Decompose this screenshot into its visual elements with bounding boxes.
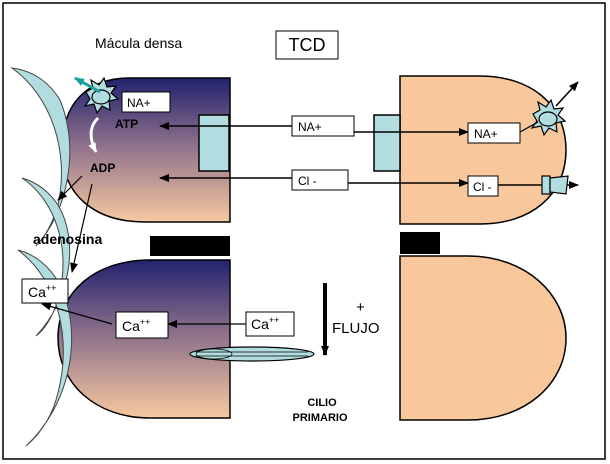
ca-cell-box [115, 311, 169, 339]
ca-arrow-cell-to-left [41, 302, 113, 325]
na-middle-label: NA+ [298, 120, 322, 134]
tight-junction-right [400, 232, 440, 254]
tight-junction-left [150, 236, 230, 256]
teal-arrow [74, 76, 101, 94]
macula-densa-label: Mácula densa [95, 35, 182, 51]
atp-to-adp-arrow [88, 116, 100, 153]
ca-right-box [245, 311, 295, 337]
tubule-cell-bottom [399, 255, 567, 421]
adp-arrow-2 [70, 183, 93, 273]
cl-right-box [467, 175, 499, 197]
transporter-right [373, 114, 401, 172]
pump-right-arrow-in [519, 121, 539, 133]
pump-right-arrow-out [555, 81, 579, 107]
ca-left-box [21, 278, 69, 304]
na-left-box [121, 91, 171, 113]
ca-cell-label: Ca++ [122, 317, 150, 334]
adp-arrow-1 [57, 175, 83, 201]
macula-cell-bottom [57, 259, 231, 419]
tcd-label: TCD [289, 35, 326, 55]
primary-cilium-icon [189, 346, 315, 362]
na-left-label: NA+ [127, 96, 151, 110]
primario-label: PRIMARIO [293, 412, 348, 424]
transporter-left [198, 114, 230, 172]
atp-label: ATP [115, 117, 138, 131]
adp-label: ADP [90, 161, 115, 175]
adenosina-label: adenosina [33, 231, 102, 247]
na-right-box [467, 122, 521, 144]
plus-label: + [356, 299, 365, 316]
tcd-box [275, 30, 339, 60]
atpase-pump-right-icon [530, 98, 567, 137]
mesangial-crescent-top [10, 67, 71, 247]
cl-middle-box [291, 169, 349, 191]
flujo-label: FLUJO [332, 320, 380, 337]
mesangial-crescent-mid [21, 177, 71, 337]
ca-left-label: Ca++ [28, 283, 56, 300]
na-middle-box [291, 115, 355, 137]
cilio-label: CILIO [307, 397, 337, 409]
cl-middle-label: Cl - [298, 174, 317, 188]
chloride-channel-icon [541, 175, 569, 195]
cl-right-label: Cl - [473, 180, 492, 194]
tubule-cell-top [399, 75, 567, 225]
ca-right-label: Ca++ [251, 315, 279, 332]
na-right-label: NA+ [474, 127, 498, 141]
